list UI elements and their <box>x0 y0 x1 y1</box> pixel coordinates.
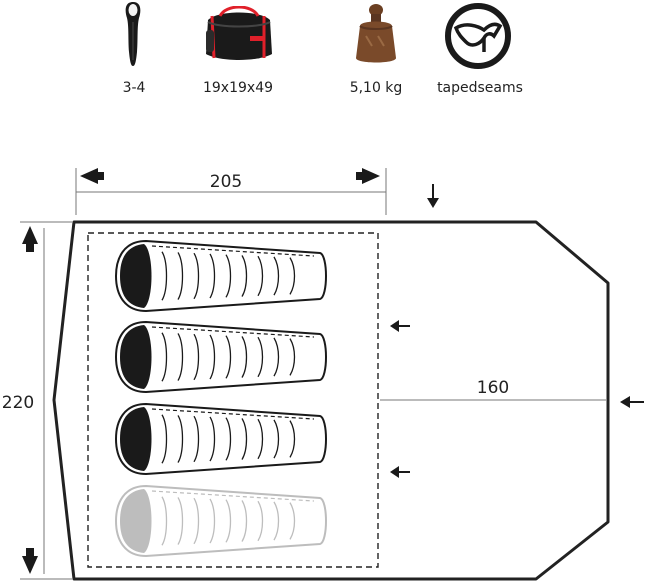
vestibule-dimension: 160 <box>380 378 606 401</box>
sleeping-bag-icon <box>125 2 141 66</box>
arrow-right-icon <box>356 168 380 184</box>
arrow-left-icon <box>80 168 104 184</box>
tapedseams-icon <box>445 3 511 69</box>
weight-icon <box>356 4 396 63</box>
inner-tent-outline <box>87 232 379 568</box>
width-dimension: 220 <box>2 221 72 580</box>
capacity-label: 3-4 <box>122 80 146 96</box>
tent-outline <box>52 220 610 581</box>
sleeping-bag-place <box>114 320 327 394</box>
length-dimension: 205 <box>75 168 387 215</box>
weight-label: 5,10 kg <box>349 80 403 96</box>
door-arrow-upper <box>390 320 410 332</box>
pack-size-label: 19x19x49 <box>202 80 274 96</box>
vestibule-value: 160 <box>477 378 509 398</box>
length-value: 205 <box>210 172 242 192</box>
arrow-up-icon <box>22 226 38 252</box>
sleeping-bag-place <box>114 402 327 476</box>
sleeping-bag-place <box>114 239 327 313</box>
door-arrow-lower <box>390 466 410 478</box>
sleeping-places <box>114 239 327 558</box>
duffel-bag-icon <box>206 6 272 60</box>
sleeping-bag-place-extra <box>114 484 327 558</box>
arrow-down-icon <box>22 548 38 574</box>
entrance-arrow-right <box>620 396 644 408</box>
spec-capacity: 3-4 19x19x49 5,10 kg tapedseams <box>0 0 645 100</box>
width-value: 220 <box>2 393 34 413</box>
seams-label: tapedseams <box>437 80 523 96</box>
